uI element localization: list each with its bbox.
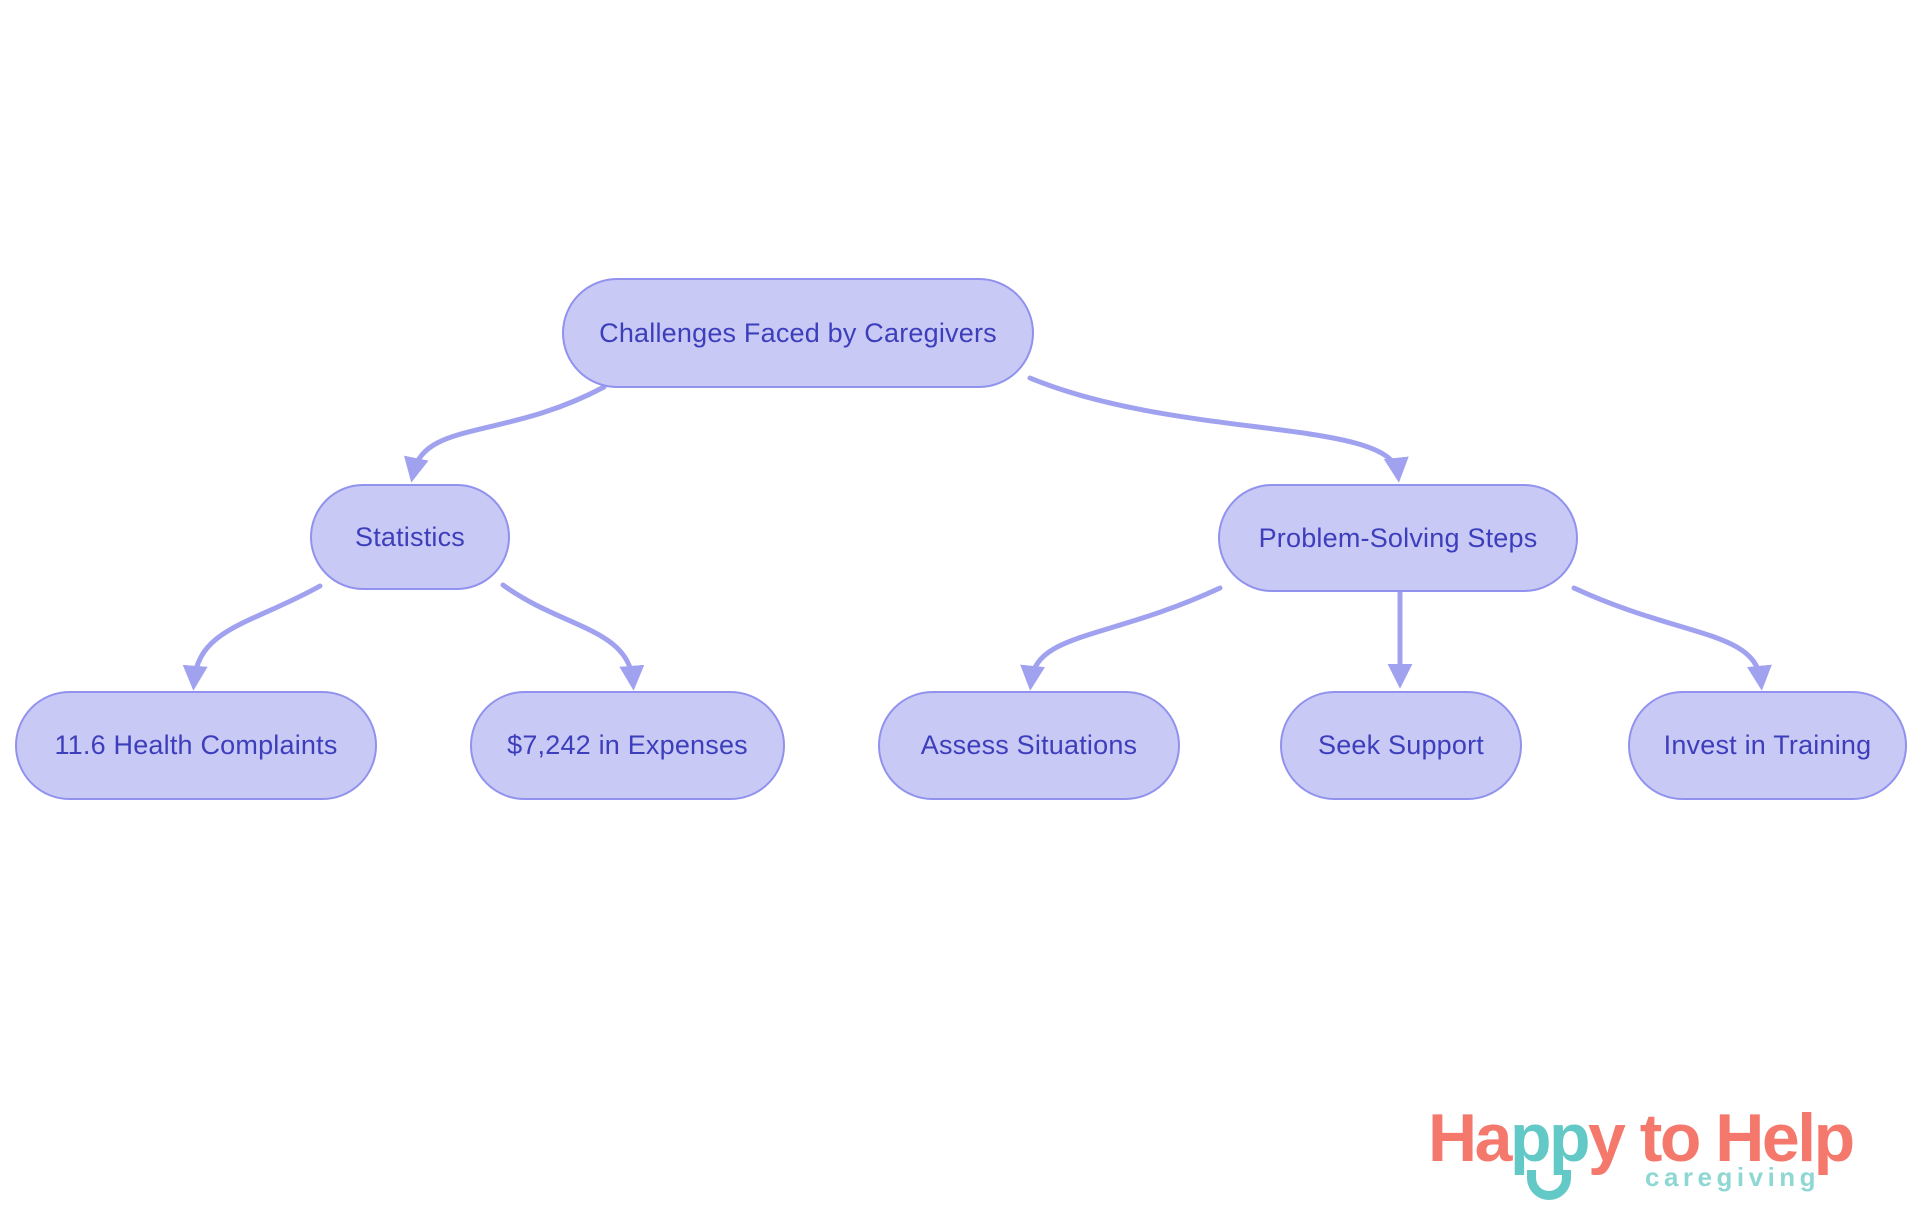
node-statistics: Statistics — [310, 484, 510, 590]
edge-statistics-expenses — [500, 582, 645, 691]
edge-pss-invest — [1571, 585, 1772, 691]
logo-text-pp: pp — [1509, 1100, 1591, 1176]
node-problem-solving-steps: Problem-Solving Steps — [1218, 484, 1578, 592]
logo-text-ha: Ha — [1428, 1100, 1512, 1176]
node-label: $7,242 in Expenses — [507, 730, 748, 760]
node-health-complaints: 11.6 Health Complaints — [15, 691, 377, 800]
node-label: Problem-Solving Steps — [1258, 522, 1538, 553]
edge-pss-assess — [1020, 585, 1223, 691]
edge-root-statistics — [404, 384, 607, 483]
node-label: 11.6 Health Complaints — [54, 730, 338, 760]
logo-text-y-to-help: y to Help — [1588, 1100, 1855, 1176]
node-assess-situations: Assess Situations — [878, 691, 1180, 800]
node-label: Seek Support — [1317, 730, 1484, 760]
edge-statistics-health — [182, 583, 323, 691]
node-invest-in-training: Invest in Training — [1628, 691, 1907, 800]
node-label: Statistics — [354, 521, 466, 552]
node-challenges-faced-by-caregivers: Challenges Faced by Caregivers — [562, 278, 1034, 388]
happy-to-help-logo: Happy to Help caregiving — [1428, 1104, 1898, 1204]
node-label: Assess Situations — [920, 730, 1138, 760]
node-label: Challenges Faced by Caregivers — [599, 317, 997, 348]
smile-icon — [1527, 1170, 1571, 1200]
edge-root-problem-solving — [1027, 375, 1409, 483]
node-seek-support: Seek Support — [1280, 691, 1522, 800]
node-expenses: $7,242 in Expenses — [470, 691, 785, 800]
logo-tagline: caregiving — [1645, 1162, 1821, 1192]
logo-wordmark: Happy to Help — [1428, 1104, 1855, 1172]
node-label: Invest in Training — [1663, 730, 1872, 760]
